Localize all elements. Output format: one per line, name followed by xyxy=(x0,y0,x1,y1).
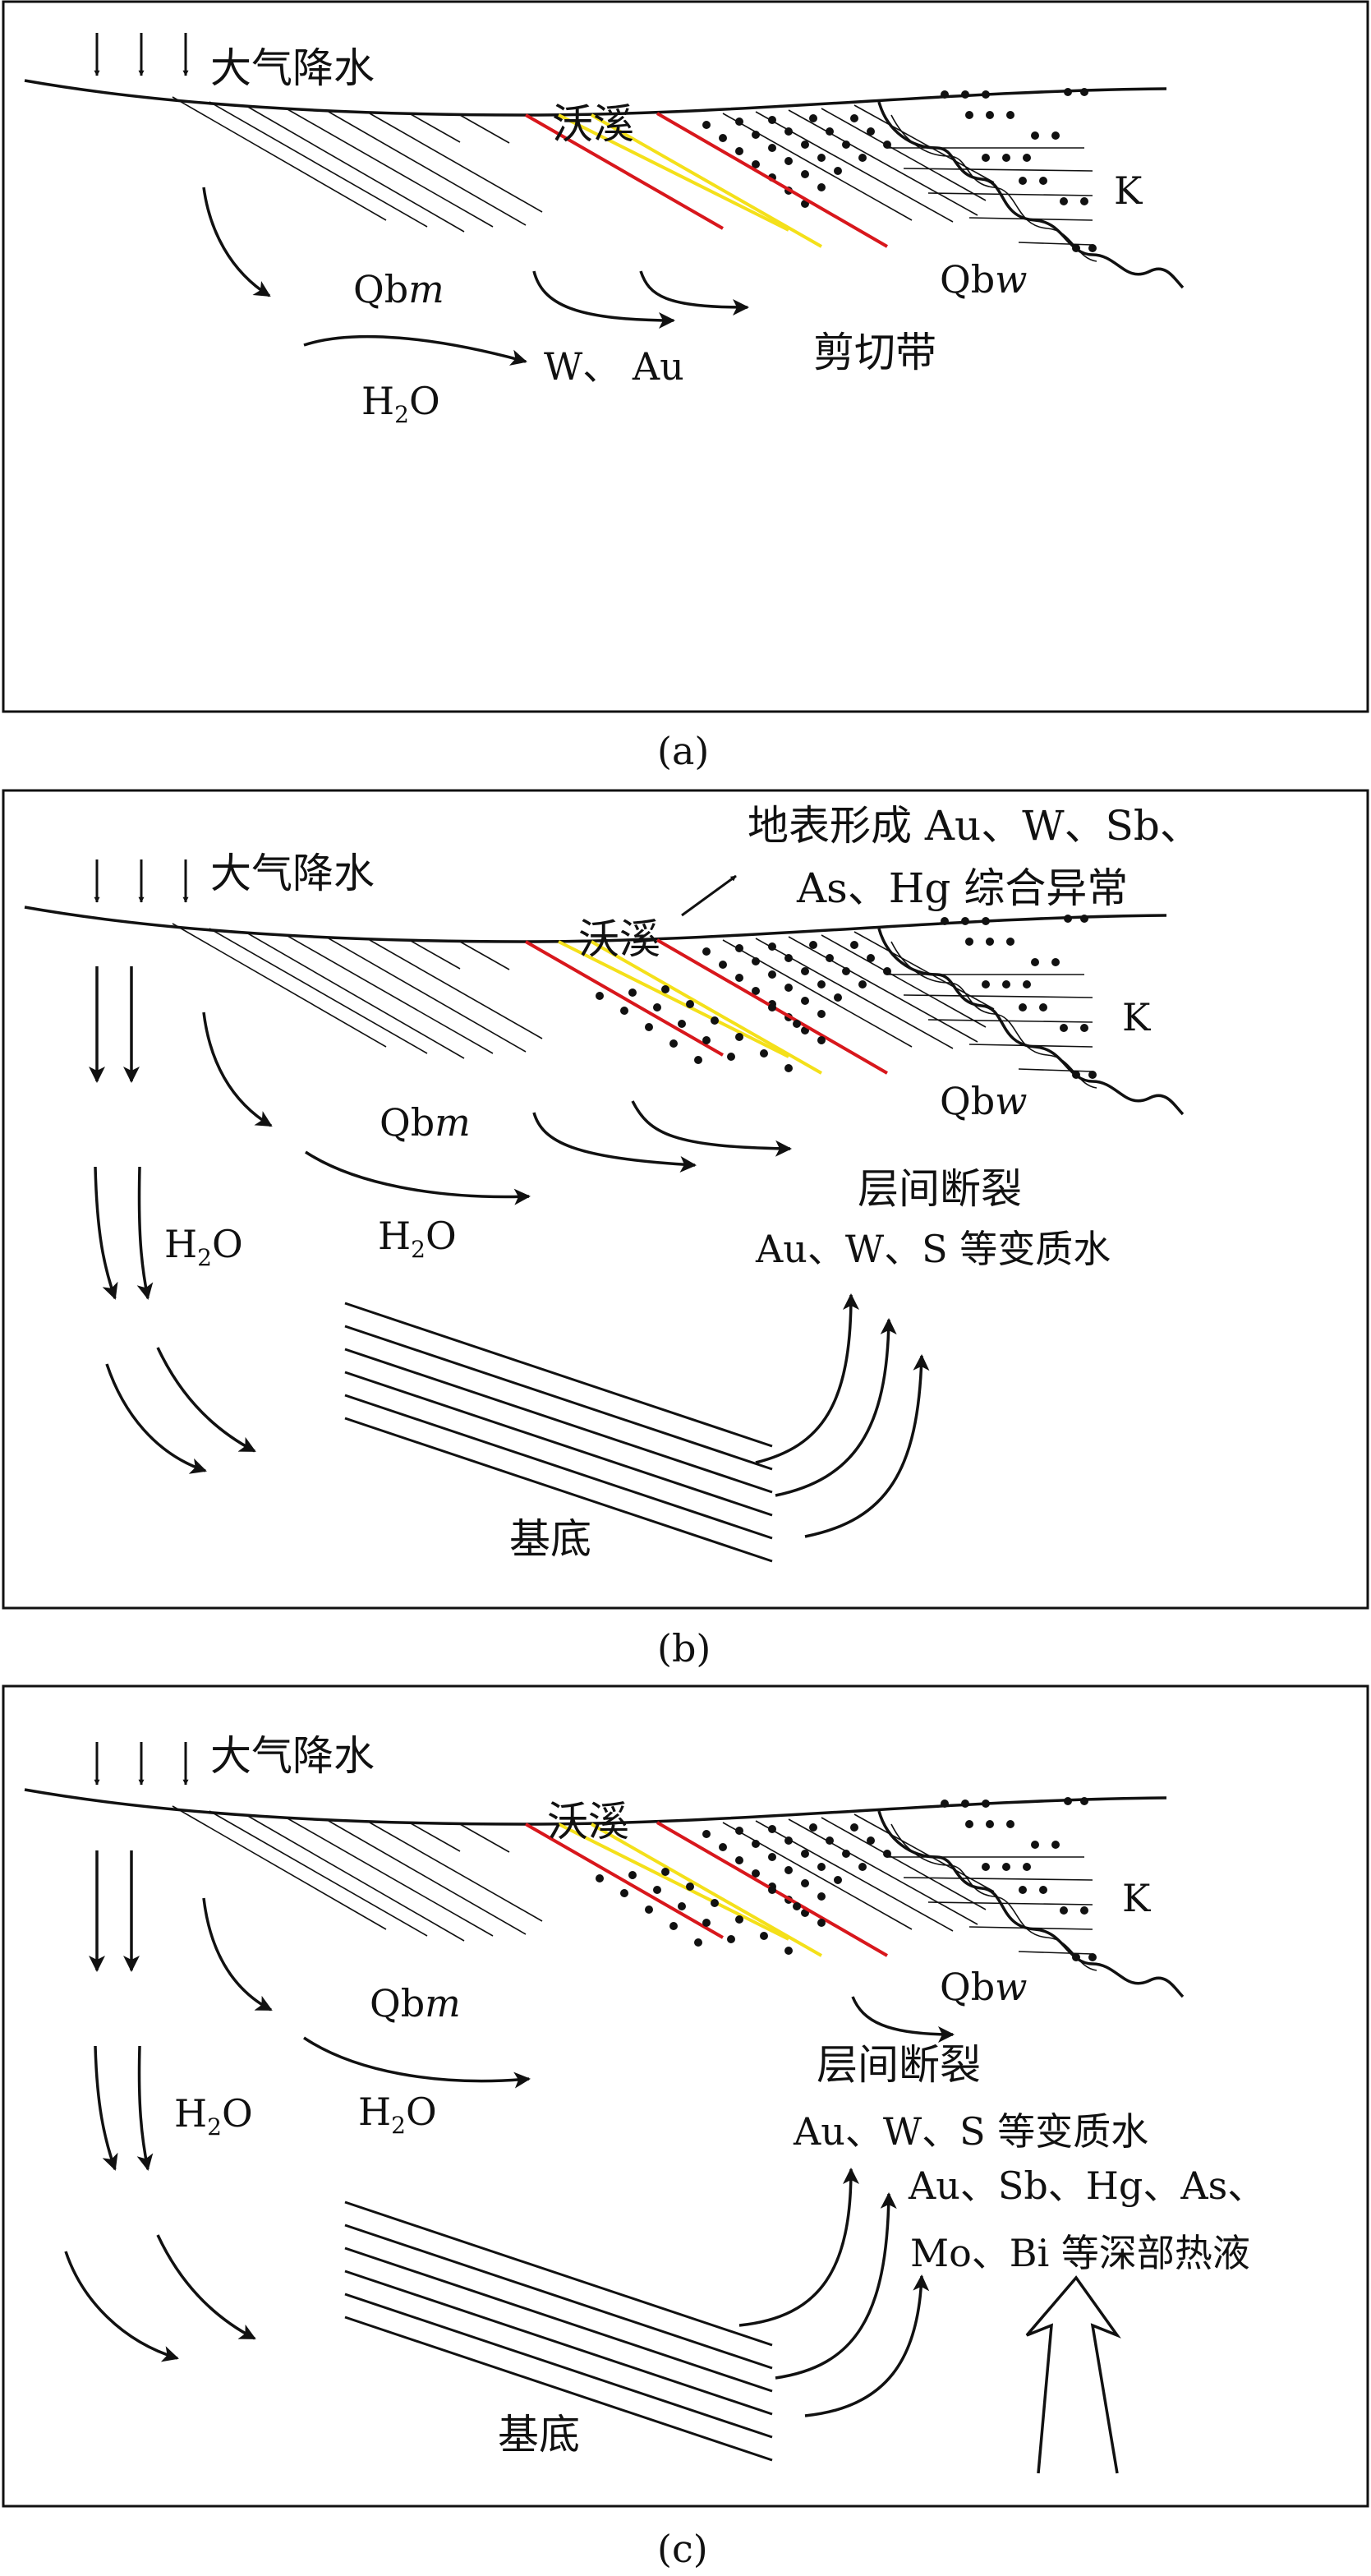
panel-c-caption: (c) xyxy=(657,2527,708,2571)
panel-c-deep-line2: Mo、Bi 等深部热液 xyxy=(910,2231,1250,2275)
panel-c-h2o-left: H2O xyxy=(174,2091,253,2141)
panel-b: 大气降水 沃溪 地表形成 Au、W、Sb、 As、Hg 综合异常 K Qbm Q… xyxy=(2,789,1369,1610)
panel-c-shear-dots xyxy=(596,1868,826,1955)
panel-b-place-label: 沃溪 xyxy=(578,915,660,963)
panel-b-metamorphic-water: Au、W、S 等变质水 xyxy=(755,1227,1111,1271)
panel-a-qbw-label: Qbw xyxy=(940,257,1028,302)
panel-c-qbw-label: Qbw xyxy=(940,1965,1028,2009)
panel-b-h2o-left: H2O xyxy=(164,1222,243,1271)
panel-b-h2o-mid: H2O xyxy=(378,1214,457,1263)
panel-a-caption: (a) xyxy=(657,729,709,773)
panel-b-k-label: K xyxy=(1122,995,1152,1039)
panel-a-h2o-label: H2O xyxy=(361,379,440,428)
panel-c-flow-arrows xyxy=(64,1850,955,2417)
panel-b-anomaly-pointer xyxy=(681,874,737,917)
panel-b-basement-label: 基底 xyxy=(509,1515,591,1563)
panel-b-qbm-label: Qbm xyxy=(380,1100,471,1145)
panel-b-frame xyxy=(2,789,1369,1610)
panel-c-basement-strata xyxy=(344,2200,773,2462)
panel-c-rain-arrows xyxy=(97,1742,186,1785)
panel-b-caption: (b) xyxy=(657,1626,711,1670)
panel-a-k-label: K xyxy=(1114,168,1143,213)
panel-b-fault-label: 层间断裂 xyxy=(858,1165,1022,1213)
panel-a-rain-arrows xyxy=(97,33,186,76)
panel-b-rain-label: 大气降水 xyxy=(210,850,375,897)
panel-b-anomaly-line1: 地表形成 Au、W、Sb、 xyxy=(748,802,1201,850)
panel-c-frame xyxy=(2,1684,1369,2508)
panel-a-qbm-label: Qbm xyxy=(353,267,444,311)
panel-c-h2o-mid: H2O xyxy=(358,2090,437,2139)
panel-c-deep-line1: Au、Sb、Hg、As、 xyxy=(908,2164,1265,2208)
panel-a-flow-arrows xyxy=(202,187,749,366)
panel-a-frame xyxy=(2,0,1369,713)
panel-c-k-label: K xyxy=(1122,1876,1152,1920)
panel-a-rain-label: 大气降水 xyxy=(210,44,375,92)
panel-a-place-label: 沃溪 xyxy=(552,100,634,148)
panel-c-rain-label: 大气降水 xyxy=(210,1732,375,1780)
panel-b-shear-dots xyxy=(596,985,826,1072)
panel-a: 大气降水 沃溪 K Qbm Qbw H2O W、 Au 剪切带 xyxy=(2,0,1369,713)
panel-a-elements-label: W、 Au xyxy=(544,344,684,389)
panel-b-basement-strata xyxy=(344,1302,773,1563)
panel-a-shear-label: 剪切带 xyxy=(813,329,936,376)
panel-b-rain-arrows xyxy=(97,859,186,902)
panel-b-qbw-label: Qbw xyxy=(940,1079,1028,1123)
panel-b-anomaly-line2: As、Hg 综合异常 xyxy=(796,864,1128,912)
panel-c-basement-label: 基底 xyxy=(498,2411,580,2458)
panel-c: 大气降水 沃溪 K Qbm Qbw H2O H2O 层间断裂 Au、W、S 等变… xyxy=(2,1684,1369,2508)
panel-c-fault-label: 层间断裂 xyxy=(817,2041,981,2089)
panel-c-deep-fluid-arrow xyxy=(1025,2275,1121,2474)
panel-c-qbm-label: Qbm xyxy=(370,1981,461,2025)
panel-b-flow-arrows xyxy=(89,966,930,1538)
panel-c-place-label: 沃溪 xyxy=(547,1798,629,1846)
panel-c-metamorphic-water: Au、W、S 等变质水 xyxy=(793,2109,1148,2154)
